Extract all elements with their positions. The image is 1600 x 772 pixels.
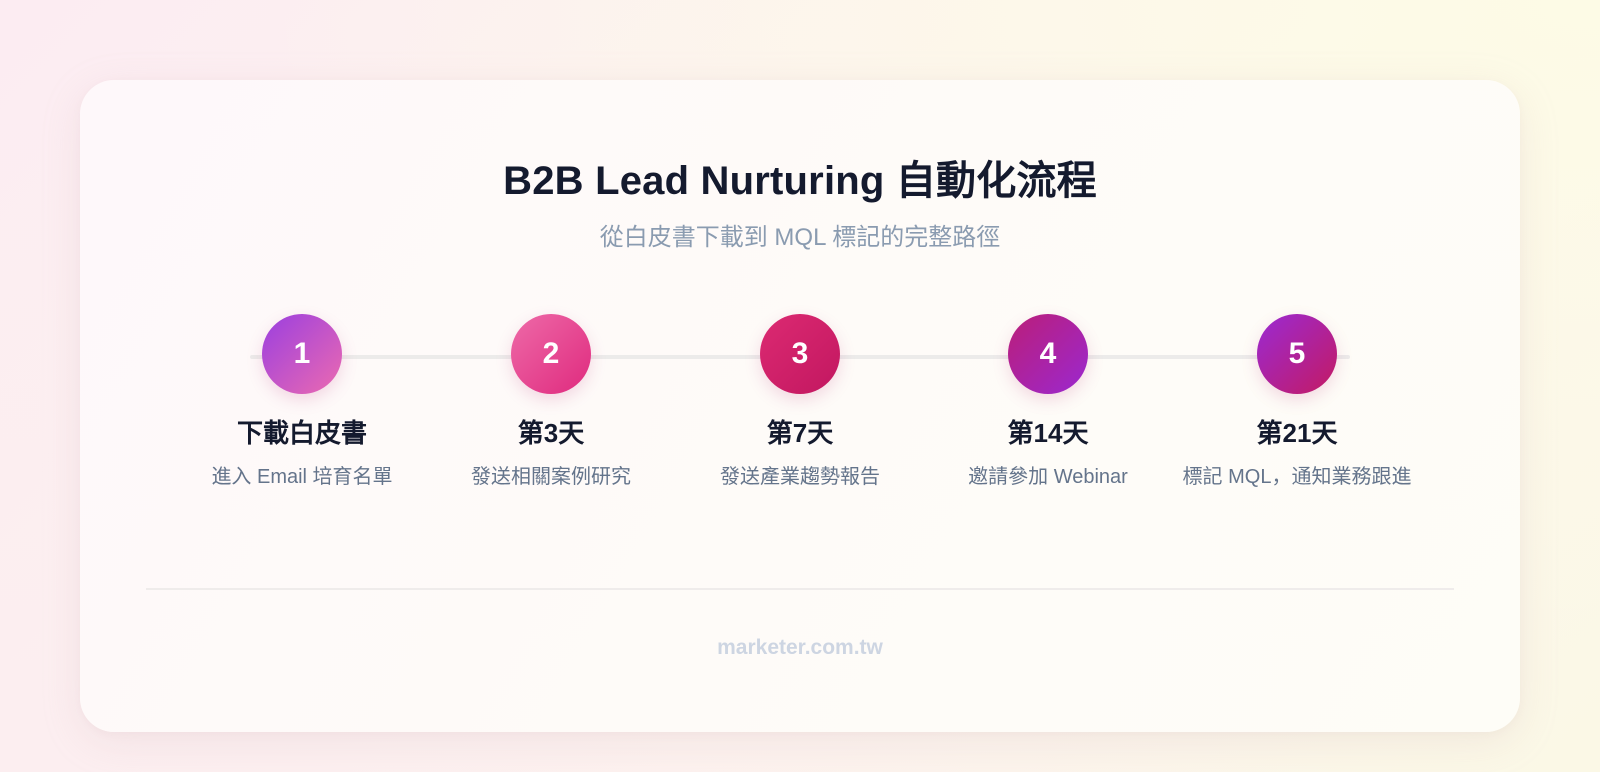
step-number-badge: 1 bbox=[262, 314, 342, 394]
step-4: 4 第14天 邀請參加 Webinar bbox=[923, 314, 1173, 493]
step-2: 2 第3天 發送相關案例研究 bbox=[426, 314, 676, 493]
step-number: 5 bbox=[1288, 337, 1306, 370]
flow-card: B2B Lead Nurturing 自動化流程 從白皮書下載到 MQL 標記的… bbox=[80, 80, 1520, 732]
footer-divider bbox=[146, 588, 1454, 590]
step-description: 邀請參加 Webinar bbox=[968, 466, 1128, 488]
step-description: 發送產業趨勢報告 bbox=[720, 466, 880, 488]
step-3: 3 第7天 發送產業趨勢報告 bbox=[675, 314, 925, 493]
step-number: 4 bbox=[1039, 337, 1057, 370]
step-number: 2 bbox=[542, 337, 560, 370]
step-number-badge: 3 bbox=[760, 314, 840, 394]
step-number: 3 bbox=[791, 337, 809, 370]
step-title: 第7天 bbox=[766, 418, 834, 448]
step-description: 發送相關案例研究 bbox=[471, 466, 631, 488]
step-1: 1 下載白皮書 進入 Email 培育名單 bbox=[177, 314, 427, 493]
step-description: 標記 MQL，通知業務跟進 bbox=[1182, 466, 1412, 488]
step-number-badge: 4 bbox=[1008, 314, 1088, 394]
step-title: 第3天 bbox=[517, 418, 585, 448]
page-title: B2B Lead Nurturing 自動化流程 bbox=[503, 159, 1097, 203]
step-number-badge: 2 bbox=[511, 314, 591, 394]
step-number-badge: 5 bbox=[1257, 314, 1337, 394]
step-description: 進入 Email 培育名單 bbox=[211, 466, 393, 488]
footer-site-label: marketer.com.tw bbox=[717, 636, 883, 659]
step-title: 第21天 bbox=[1256, 418, 1338, 448]
step-5: 5 第21天 標記 MQL，通知業務跟進 bbox=[1172, 314, 1422, 493]
page-subtitle: 從白皮書下載到 MQL 標記的完整路徑 bbox=[599, 224, 1001, 251]
step-title: 第14天 bbox=[1007, 418, 1089, 448]
step-title: 下載白皮書 bbox=[236, 418, 367, 448]
step-number: 1 bbox=[293, 337, 311, 370]
